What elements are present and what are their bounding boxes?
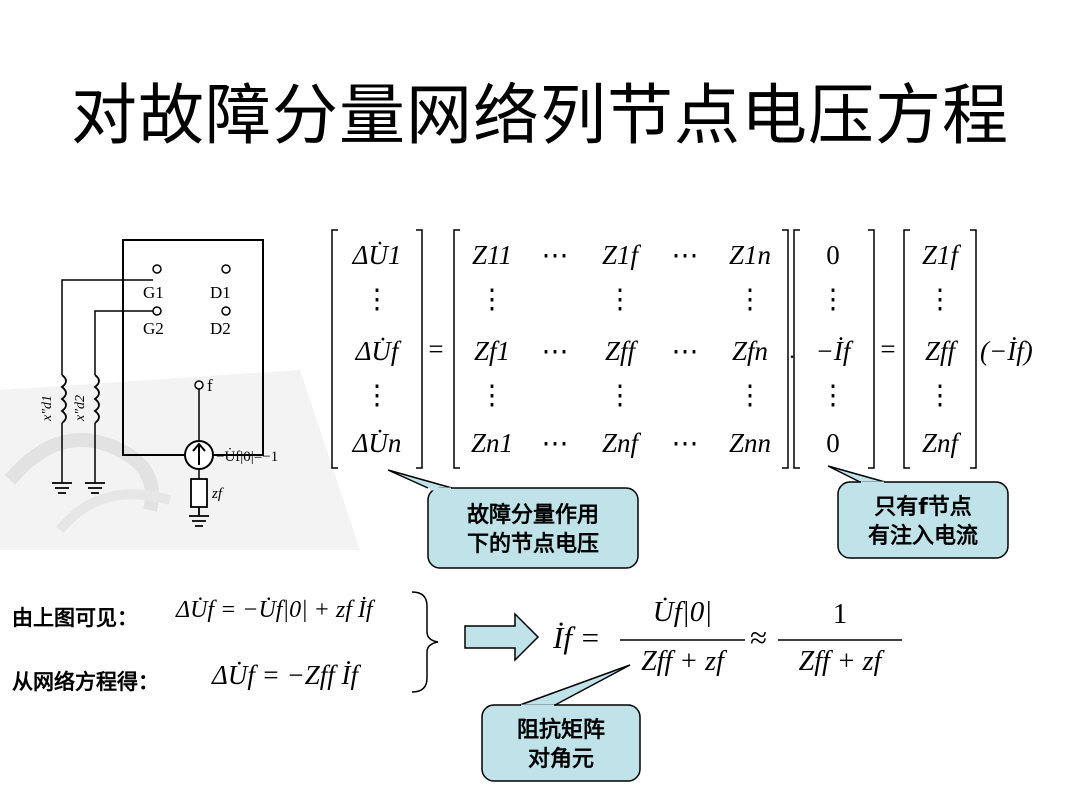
- z-matrix-cell: ⋯: [672, 336, 699, 366]
- port-label-f: f: [207, 376, 213, 395]
- port-label-g2: G2: [143, 319, 164, 338]
- z-matrix-cell: Z1n: [729, 240, 771, 270]
- svg-text:.: .: [789, 338, 795, 363]
- reactance-label-1: x″d1: [40, 395, 55, 422]
- impedance-matrix: Z11 ⋯ Z1f ⋯ Z1n ⋮ ⋮ ⋮ Zf1 ⋯ Zff ⋯ Zfn ⋮ ⋮ ⋮ Zn1 ⋯ Znf ⋯ Znn: [471, 240, 771, 458]
- z-matrix-cell: ⋮: [479, 284, 506, 314]
- callout-fault-component: 故障分量作用 下的节点电压: [466, 503, 599, 557]
- reactance-label-2: x″d2: [73, 395, 88, 422]
- callout-box-only-f: [837, 481, 1009, 559]
- matrix-equation: ΔU̇1 ⋮ ΔU̇f ⋮ ΔU̇n = Z11⋯Z1f⋯Z1n⋮⋮⋮Zf1⋯Z…: [331, 229, 1033, 469]
- lhs-1: ΔU̇1: [352, 240, 402, 270]
- label-from-network: 从网络方程得：: [12, 670, 159, 694]
- approx-sign: ≈: [750, 620, 768, 655]
- multiplier: (−İf): [980, 336, 1033, 366]
- result-numerator-2: 1: [832, 598, 848, 630]
- result-1: Z1f: [922, 240, 962, 270]
- result-5: Znf: [922, 428, 962, 458]
- result-4: ⋮: [927, 380, 954, 410]
- result-3: Zff: [925, 336, 959, 366]
- z-matrix-cell: Znn: [729, 428, 771, 458]
- z-matrix-cell: ⋮: [737, 284, 764, 314]
- port-label-g1: G1: [143, 283, 164, 302]
- result-lhs: İf =: [553, 620, 601, 655]
- lhs-5: ΔU̇n: [352, 428, 402, 458]
- equation-1: ΔU̇f = −U̇f|0| + zf İf: [176, 597, 373, 623]
- result-numerator: U̇f|0|: [652, 596, 713, 628]
- callout-only-f: 只有f节点 有注入电流: [867, 495, 978, 549]
- equals-2: =: [880, 334, 895, 364]
- z-matrix-cell: Z11: [472, 240, 512, 270]
- lhs-2: ⋮: [364, 284, 391, 314]
- z-matrix-cell: Zf1: [474, 336, 510, 366]
- implies-arrow-icon: [464, 612, 540, 662]
- current-3: −İf: [816, 336, 854, 366]
- impedance-label: zf: [211, 486, 224, 502]
- background-watermark: [0, 370, 360, 550]
- result-denominator: Zff + zf: [641, 646, 724, 677]
- callout-box-diagonal: [481, 704, 641, 782]
- result-denominator-2: Zff + zf: [798, 646, 882, 677]
- z-matrix-cell: Znf: [602, 428, 642, 458]
- current-5: 0: [826, 428, 840, 458]
- equation-2: ΔU̇f = −Zff İf: [212, 660, 359, 690]
- z-matrix-cell: ⋮: [737, 380, 764, 410]
- z-matrix-cell: ⋯: [672, 240, 699, 270]
- z-matrix-cell: Zn1: [471, 428, 513, 458]
- slide-title: 对故障分量网络列节点电压方程: [71, 77, 1009, 154]
- z-matrix-cell: ⋮: [607, 380, 634, 410]
- z-matrix-cell: ⋯: [672, 428, 699, 458]
- result-2: ⋮: [927, 284, 954, 314]
- circuit-diagram: G1 G2 D1 D2 f x″d1 x″d2 −U̇f|0|=−1 zf: [40, 239, 278, 527]
- port-label-d1: D1: [210, 283, 231, 302]
- current-4: ⋮: [820, 380, 847, 410]
- callout-diagonal: 阻抗矩阵 对角元: [516, 718, 605, 772]
- z-matrix-cell: ⋯: [542, 336, 569, 366]
- z-matrix-cell: ⋮: [479, 380, 506, 410]
- z-matrix-cell: Z1f: [602, 240, 642, 270]
- source-label: −U̇f|0|=−1: [216, 448, 278, 465]
- lhs-4: ⋮: [364, 380, 391, 410]
- z-matrix-cell: ⋯: [542, 428, 569, 458]
- label-from-figure: 由上图可见：: [12, 606, 138, 630]
- z-matrix-cell: ⋯: [542, 240, 569, 270]
- z-matrix-cell: Zff: [605, 336, 639, 366]
- brace-icon: [411, 591, 439, 693]
- z-matrix-cell: Zfn: [732, 336, 768, 366]
- port-label-d2: D2: [210, 319, 231, 338]
- callout-box-fault: [427, 487, 639, 569]
- current-2: ⋮: [820, 284, 847, 314]
- equals-1: =: [428, 334, 443, 364]
- lhs-3: ΔU̇f: [355, 336, 402, 366]
- z-matrix-cell: ⋮: [607, 284, 634, 314]
- current-1: 0: [826, 240, 840, 270]
